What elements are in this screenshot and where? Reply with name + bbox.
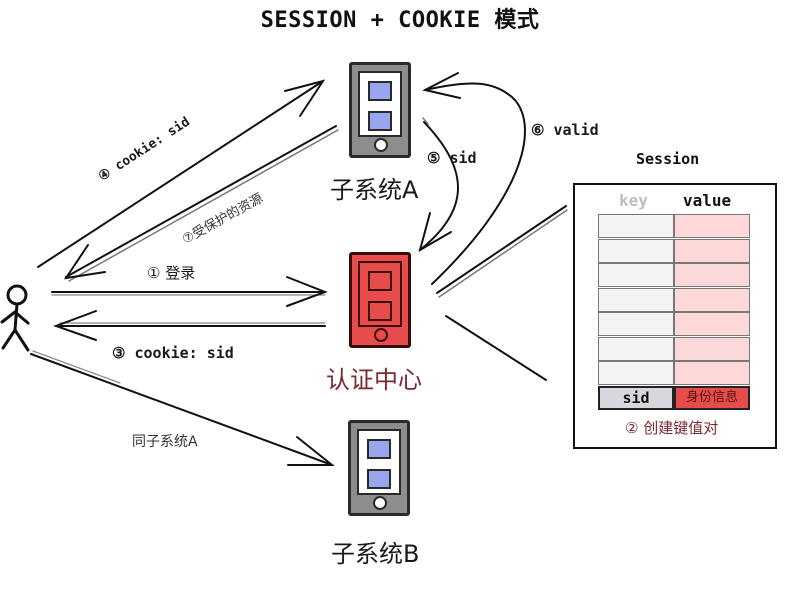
arrow-cookie-to-user [53,310,326,341]
screen-bar [368,301,392,321]
session-note: ② 创建键值对 [625,419,719,437]
stick-figure-icon [0,284,30,352]
arrow-to-subsystem-b [30,350,335,466]
device-screen [358,261,402,327]
connector-auth-to-session [436,205,568,381]
screen-bar [368,271,392,291]
subsystem-a-device [349,62,411,158]
session-key-cell [598,287,674,312]
session-value-cell [674,263,750,287]
label-valid: ⑥ valid [531,121,599,139]
auth-center-device [349,252,411,348]
session-value-cell [674,312,750,336]
session-value-cell [674,214,750,238]
subsystem-b-label: 子系统B [331,540,420,568]
value-column-header: value [683,191,732,210]
label-login: ① 登录 [147,264,196,282]
session-entry-value: 身份信息 [674,386,750,410]
session-key-cell [598,361,674,385]
session-entry-key: sid [598,386,674,410]
key-column-header: key [619,191,648,210]
auth-center-label: 认证中心 [326,366,422,394]
screen-bar [368,111,392,131]
label-sid: ⑤ sid [427,149,477,167]
session-key-cell [598,312,674,336]
arrow-protected-resource-to-user [63,125,339,282]
device-screen [357,429,401,495]
diagram-title: SESSION + COOKIE 模式 [260,8,540,33]
session-value-cell [674,238,750,263]
subsystem-b-device [348,420,410,516]
arrow-sid-to-auth [418,117,459,253]
session-key-cell [598,336,674,361]
session-title: Session [636,150,700,168]
subsystem-a-label: 子系统A [330,176,419,204]
screen-bar [367,439,391,459]
device-screen [358,71,402,137]
label-same-as-a: 同子系统A [132,434,198,450]
session-value-cell [674,287,750,312]
screen-bar [367,469,391,489]
arrow-valid-to-subsystem-a [422,72,526,285]
session-value-cell [674,361,750,385]
session-key-cell [598,263,674,287]
arrow-cookie-to-subsystem-a [37,79,326,268]
session-value-cell [674,336,750,361]
screen-bar [368,81,392,101]
home-button-icon [374,328,388,342]
home-button-icon [373,496,387,510]
label-cookie-return: ③ cookie: sid [112,344,234,362]
arrow-login-to-auth [51,276,328,307]
session-key-cell [598,214,674,238]
session-key-cell [598,238,674,263]
home-button-icon [374,138,388,152]
